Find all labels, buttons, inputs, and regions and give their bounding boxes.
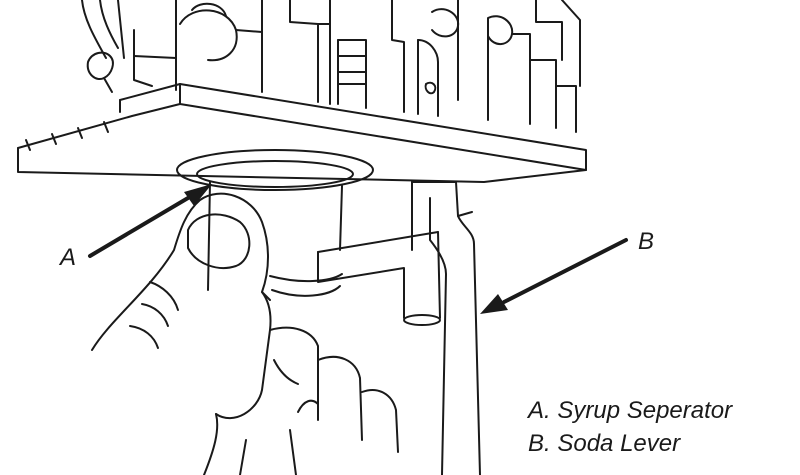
valve-body <box>81 0 581 133</box>
callout-label-a: A <box>60 244 77 271</box>
legend: A. Syrup Seperator B. Soda Lever <box>528 394 732 460</box>
legend-item-syrup-separator: A. Syrup Seperator <box>528 397 733 424</box>
callout-arrow-b <box>480 238 628 314</box>
base-plate <box>17 83 587 183</box>
syrup-separator-shape <box>176 149 441 326</box>
callout-label-b: B <box>638 228 655 255</box>
hand-illustration <box>91 192 399 475</box>
callout-arrow-a <box>88 184 212 258</box>
legend-item-soda-lever: B. Soda Lever <box>528 430 681 457</box>
soda-lever-shape <box>411 181 481 475</box>
